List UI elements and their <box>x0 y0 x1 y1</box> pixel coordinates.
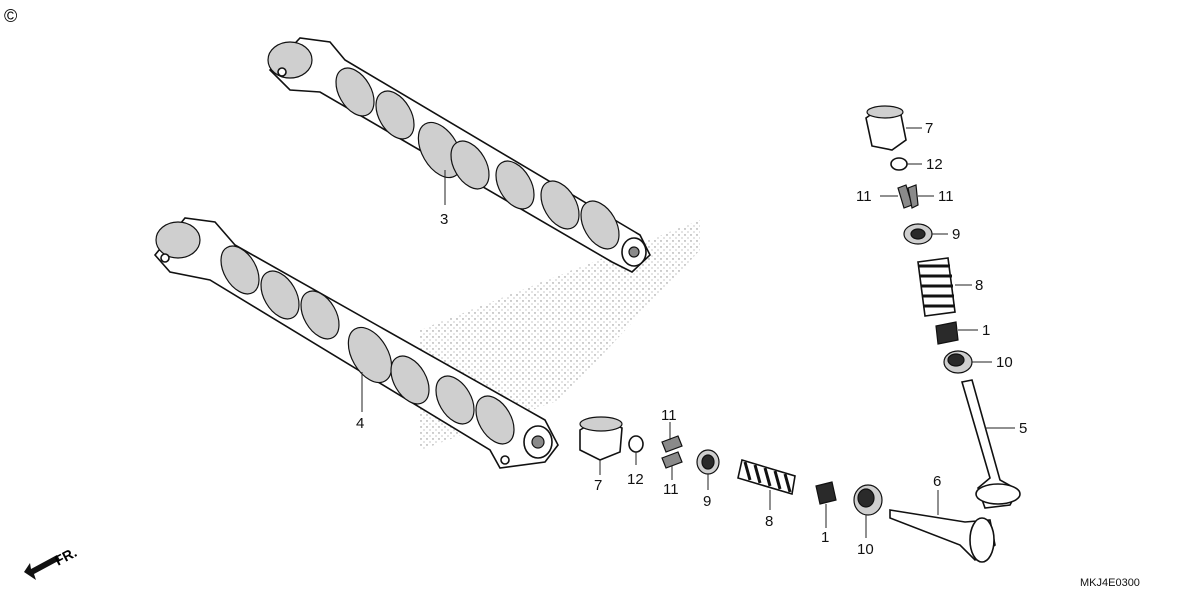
lower-valve-train <box>579 416 996 563</box>
callout-12-upper: 12 <box>926 156 943 173</box>
spring-seat-10-upper <box>943 350 973 374</box>
camshaft-3 <box>267 37 651 273</box>
spring-seat-10-lower <box>853 484 883 516</box>
camshaft-4 <box>153 217 559 469</box>
stem-seal-1-lower <box>815 481 837 505</box>
callout-11-upper-right: 11 <box>938 188 954 205</box>
callout-7-upper: 7 <box>925 120 933 137</box>
tappet-7-lower <box>579 416 623 461</box>
copyright-icon: © <box>4 6 17 26</box>
callout-7-lower: 7 <box>594 477 602 494</box>
tappet-7-upper <box>865 105 907 151</box>
callout-11-lower-top: 11 <box>661 407 677 424</box>
callout-5: 5 <box>1019 420 1027 437</box>
cotters-11-upper <box>897 184 919 209</box>
callout-1-upper: 1 <box>982 322 990 339</box>
retainer-9-lower <box>696 449 720 475</box>
shim-12-lower <box>628 435 644 453</box>
valve-6 <box>889 509 996 563</box>
callout-8-lower: 8 <box>765 513 773 530</box>
callout-10-lower: 10 <box>857 541 874 558</box>
spring-8-lower <box>737 458 796 496</box>
callout-6: 6 <box>933 473 941 490</box>
cotters-11-lower <box>661 435 683 469</box>
callout-11-lower-bottom: 11 <box>663 481 679 498</box>
stem-seal-1-upper <box>935 321 959 345</box>
callout-11-upper-left: 11 <box>856 188 872 205</box>
direction-label: FR. <box>52 544 79 569</box>
callout-10-upper: 10 <box>996 354 1013 371</box>
spring-8-upper <box>917 257 956 317</box>
callout-3: 3 <box>440 211 448 228</box>
callout-9-upper: 9 <box>952 226 960 243</box>
callout-9-lower: 9 <box>703 493 711 510</box>
valve-5 <box>960 379 1021 509</box>
diagram-code: MKJ4E0300 <box>1080 577 1140 589</box>
front-arrow-icon: FR. <box>24 544 79 580</box>
callout-12-lower: 12 <box>627 471 644 488</box>
shim-12-upper <box>890 157 908 171</box>
callout-8-upper: 8 <box>975 277 983 294</box>
callouts: 3 4 7 12 11 11 9 8 1 10 6 7 12 11 11 9 8… <box>356 120 1027 558</box>
callout-4: 4 <box>356 415 364 432</box>
leader-lines <box>361 127 1015 538</box>
upper-valve-train <box>865 105 1021 509</box>
callout-1-lower: 1 <box>821 529 829 546</box>
retainer-9-upper <box>903 223 933 245</box>
